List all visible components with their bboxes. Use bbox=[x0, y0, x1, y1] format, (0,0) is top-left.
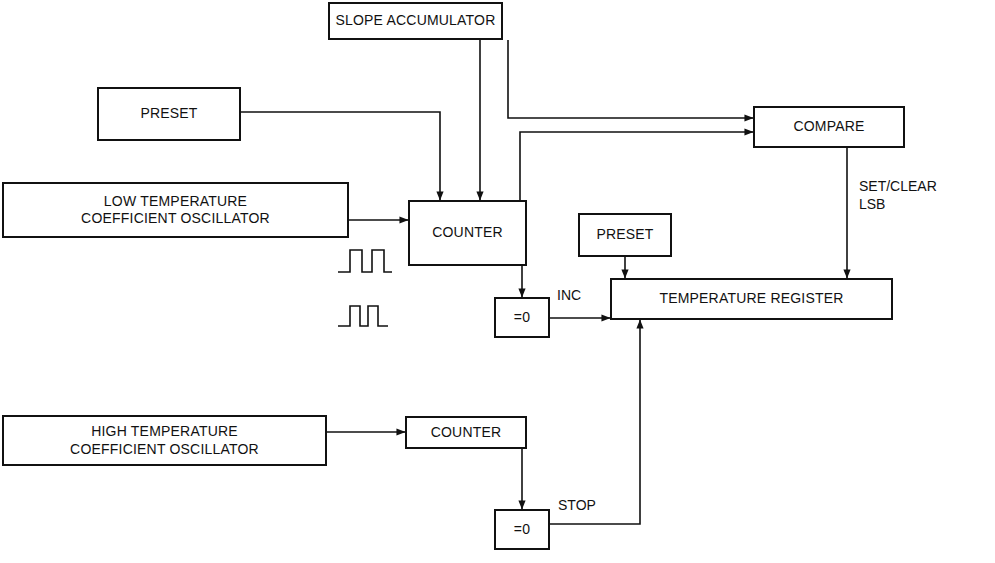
block-label: SLOPE ACCUMULATOR bbox=[335, 12, 495, 30]
signal-name: SET/CLEAR LSB bbox=[857, 178, 951, 213]
signal-line bbox=[521, 449, 523, 509]
block-label: COUNTER bbox=[431, 424, 502, 442]
signal-line bbox=[550, 320, 640, 524]
clock-waveform bbox=[338, 306, 388, 326]
block-box: COUNTER bbox=[408, 200, 527, 266]
signal-line bbox=[550, 317, 610, 319]
signal-line bbox=[479, 40, 481, 200]
block-box: COUNTER bbox=[405, 416, 527, 449]
block-label: LOW TEMPERATURE COEFFICIENT OSCILLATOR bbox=[66, 193, 286, 228]
block-box: COMPARE bbox=[753, 106, 905, 148]
signal-line bbox=[508, 40, 753, 118]
block-label: PRESET bbox=[596, 226, 653, 244]
block-label: =0 bbox=[514, 309, 530, 327]
block-label: =0 bbox=[514, 521, 530, 539]
signal-line bbox=[327, 431, 405, 433]
block-label: TEMPERATURE REGISTER bbox=[659, 290, 843, 308]
signal-line bbox=[846, 148, 848, 278]
signal-name: STOP bbox=[556, 497, 598, 515]
block-box: PRESET bbox=[578, 213, 672, 257]
block-box: =0 bbox=[494, 297, 550, 338]
signal-line bbox=[520, 132, 753, 200]
block-label: PRESET bbox=[140, 105, 197, 123]
block-box: LOW TEMPERATURE COEFFICIENT OSCILLATOR bbox=[2, 182, 349, 238]
clock-waveform bbox=[338, 250, 392, 272]
block-label: HIGH TEMPERATURE COEFFICIENT OSCILLATOR bbox=[55, 423, 275, 458]
block-box: TEMPERATURE REGISTER bbox=[610, 278, 893, 320]
signal-line bbox=[349, 219, 408, 221]
signal-name: INC bbox=[555, 287, 583, 305]
block-box: PRESET bbox=[97, 87, 241, 141]
block-box: HIGH TEMPERATURE COEFFICIENT OSCILLATOR bbox=[2, 415, 327, 466]
signal-line bbox=[624, 257, 626, 278]
block-box: =0 bbox=[494, 509, 550, 550]
block-label: COMPARE bbox=[793, 118, 864, 136]
signal-line bbox=[521, 266, 523, 297]
block-label: COUNTER bbox=[432, 224, 503, 242]
block-box: SLOPE ACCUMULATOR bbox=[328, 2, 503, 40]
